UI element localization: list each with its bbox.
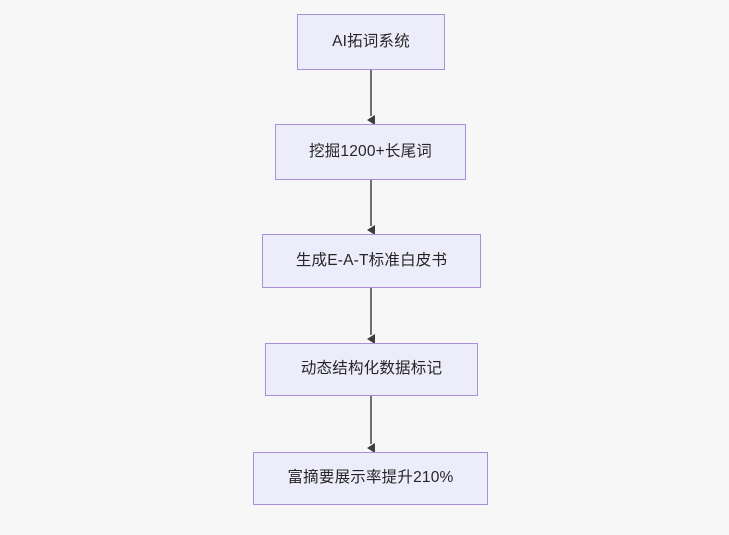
flow-node-label: 动态结构化数据标记 xyxy=(300,360,443,378)
flow-node-rich-snippet-rate-increase[interactable]: 富摘要展示率提升210% xyxy=(253,452,488,505)
flow-node-label: 挖掘1200+长尾词 xyxy=(308,142,433,160)
flow-node-ai-keyword-system[interactable]: AI拓词系统 xyxy=(297,14,445,70)
flow-node-label: 生成E-A-T标准白皮书 xyxy=(295,251,448,269)
flow-node-mine-longtail-keywords[interactable]: 挖掘1200+长尾词 xyxy=(275,124,466,180)
flow-node-generate-eat-whitepaper[interactable]: 生成E-A-T标准白皮书 xyxy=(262,234,481,288)
flow-node-label: 富摘要展示率提升210% xyxy=(287,469,454,487)
flow-node-dynamic-structured-data-markup[interactable]: 动态结构化数据标记 xyxy=(265,343,478,396)
flow-node-label: AI拓词系统 xyxy=(332,32,410,50)
